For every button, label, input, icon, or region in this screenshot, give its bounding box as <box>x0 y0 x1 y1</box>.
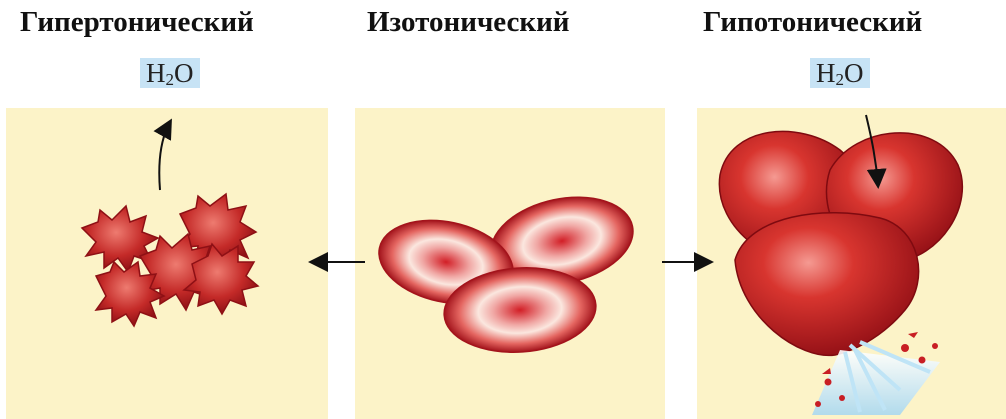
swollen-cells <box>719 131 962 355</box>
normal-red-blood-cells <box>371 185 641 357</box>
crenated-cells <box>82 194 258 326</box>
water-out-arrow <box>159 122 170 190</box>
